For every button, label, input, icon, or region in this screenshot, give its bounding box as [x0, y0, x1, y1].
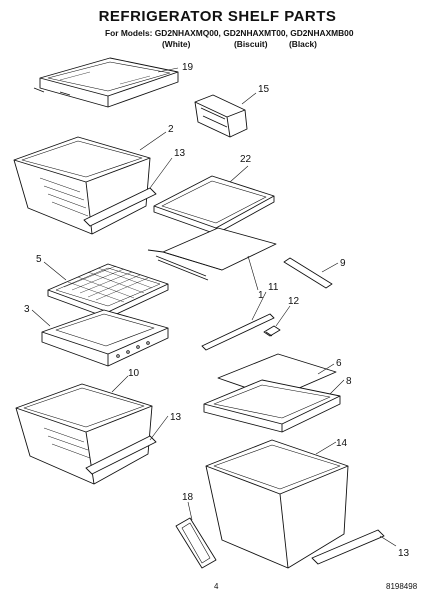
- models-line: For Models: GD2NHAXMQ00, GD2NHAXMT00, GD…: [105, 28, 354, 38]
- page-title: REFRIGERATOR SHELF PARTS: [98, 8, 337, 25]
- callout-13: 13: [398, 548, 410, 559]
- callout-3: 3: [24, 304, 30, 315]
- part-10-crisper-drawer: [15, 383, 153, 485]
- callout-2: 2: [168, 124, 174, 135]
- part-8-cover-frame: [203, 379, 341, 433]
- callout-6: 6: [336, 358, 342, 369]
- part-2-crisper-drawer: [13, 136, 151, 235]
- callout-14: 14: [336, 438, 348, 449]
- variant-black: (Black): [289, 39, 317, 49]
- part-12-clip: [263, 325, 281, 337]
- part-11-rail: [201, 313, 275, 351]
- leader-lines: [31, 67, 397, 547]
- callout-18: 18: [182, 492, 194, 503]
- callout-10: 10: [128, 368, 140, 379]
- page-number: 4: [214, 582, 219, 591]
- part-22-framed-glass-shelf: [153, 175, 275, 235]
- callout-1: 1: [258, 290, 264, 301]
- callout-13: 13: [174, 148, 186, 159]
- document-number: 8198498: [386, 582, 418, 591]
- part-14-deep-drawer: [205, 439, 349, 569]
- part-18-label-holder: [175, 517, 217, 569]
- part-13-drawer-handle-middle: [85, 435, 157, 475]
- part-15-small-bin: [194, 94, 248, 138]
- variant-white: (White): [162, 39, 191, 49]
- callout-5: 5: [36, 254, 42, 265]
- part-9-rail: [283, 257, 333, 289]
- part-5-wire-shelf: [47, 263, 169, 319]
- callout-22: 22: [240, 154, 252, 165]
- part-19-glass-shelf: [33, 57, 179, 108]
- part-3-crisper-cover-frame: [41, 309, 169, 367]
- callout-12: 12: [288, 296, 300, 307]
- part-1-shelf-assembly: [147, 227, 277, 281]
- callout-11: 11: [268, 282, 279, 293]
- variant-biscuit: (Biscuit): [234, 39, 268, 49]
- part-13-drawer-handle-upper: [83, 187, 157, 227]
- callout-13: 13: [170, 412, 182, 423]
- part-13-drawer-handle-lower: [311, 529, 385, 565]
- callout-labels: 19 15 2 13 22 5 9 1 11 12 3 6 8 10 13 14…: [24, 62, 410, 559]
- callout-15: 15: [258, 84, 270, 95]
- callout-9: 9: [340, 258, 346, 269]
- callout-19: 19: [182, 62, 194, 73]
- callout-8: 8: [346, 376, 352, 387]
